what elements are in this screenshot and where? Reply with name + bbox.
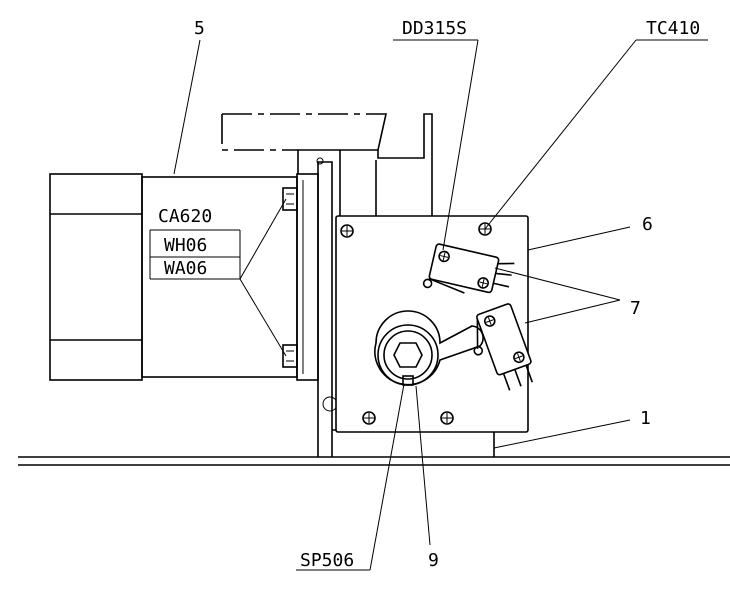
label-wa06: WA06 xyxy=(164,258,207,279)
microswitch-upper xyxy=(422,243,515,294)
motor xyxy=(49,173,319,381)
label-dd315s: DD315S xyxy=(402,18,467,39)
label-6: 6 xyxy=(642,214,653,235)
base-rail xyxy=(18,456,730,466)
label-wh06: WH06 xyxy=(164,235,207,256)
label-7: 7 xyxy=(630,298,641,319)
plate-screw-br xyxy=(440,411,454,425)
label-tc410: TC410 xyxy=(646,18,700,39)
label-5: 5 xyxy=(194,18,205,39)
bracket-hole xyxy=(322,396,338,412)
upper-bracket xyxy=(221,113,433,216)
plate-screw-bl xyxy=(362,411,376,425)
label-9: 9 xyxy=(428,550,439,571)
set-screw xyxy=(402,375,414,386)
microswitch-lower xyxy=(473,303,534,391)
label-ca620: CA620 xyxy=(158,206,212,227)
label-1: 1 xyxy=(640,408,651,429)
label-sp506: SP506 xyxy=(300,550,354,571)
screw-head-bottom xyxy=(282,344,298,368)
hardware-stack-box xyxy=(149,229,241,279)
bracket-pin xyxy=(316,157,324,165)
hex-bolt xyxy=(393,342,423,368)
leader-lines xyxy=(150,39,708,571)
plate-screw-tl xyxy=(340,224,354,238)
screw-head-top xyxy=(282,187,298,211)
